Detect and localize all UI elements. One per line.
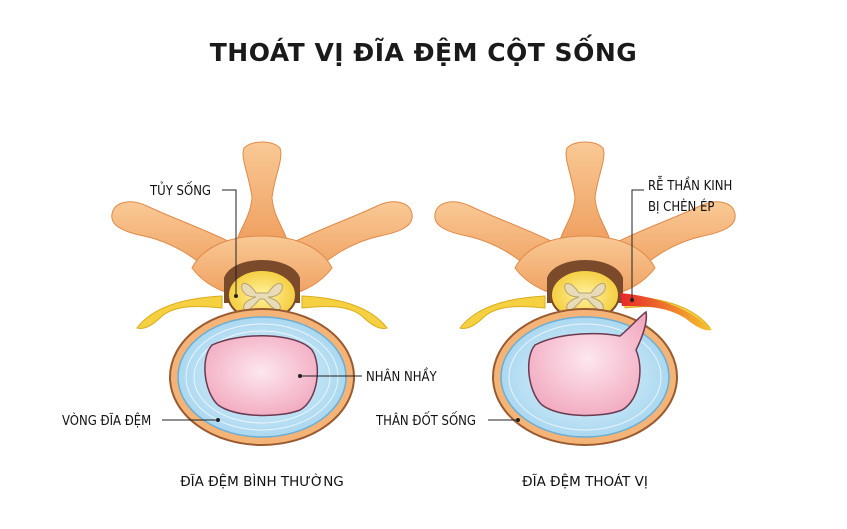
caption-herniated: ĐĨA ĐỆM THOÁT VỊ: [522, 472, 648, 490]
label-annulus: VÒNG ĐĨA ĐỆM: [62, 413, 220, 429]
svg-text:TỦY SỐNG: TỦY SỐNG: [149, 182, 211, 199]
label-nucleus: NHÂN NHẦY: [298, 368, 438, 385]
label-nerve-root: RỄ THẦN KINH BỊ CHÈN ÉP: [630, 177, 732, 302]
page-title: THOÁT VỊ ĐĨA ĐỆM CỘT SỐNG: [209, 38, 638, 67]
svg-text:BỊ CHÈN ÉP: BỊ CHÈN ÉP: [648, 199, 714, 215]
caption-normal: ĐĨA ĐỆM BÌNH THƯỜNG: [180, 472, 344, 490]
svg-text:NHÂN NHẦY: NHÂN NHẦY: [366, 368, 438, 385]
compressed-nerve-root: [620, 293, 712, 331]
svg-text:THÂN ĐỐT SỐNG: THÂN ĐỐT SỐNG: [375, 412, 476, 429]
svg-text:RỄ THẦN KINH: RỄ THẦN KINH: [648, 177, 732, 194]
svg-text:VÒNG ĐĨA ĐỆM: VÒNG ĐĨA ĐỆM: [62, 413, 151, 429]
herniated-vertebra: [434, 141, 736, 329]
normal-nucleus: [204, 335, 319, 417]
label-vertebral-body: THÂN ĐỐT SỐNG: [375, 412, 520, 429]
normal-vertebra: [111, 141, 413, 329]
herniated-nucleus: [528, 310, 648, 417]
label-spinal-cord: TỦY SỐNG: [149, 182, 238, 298]
